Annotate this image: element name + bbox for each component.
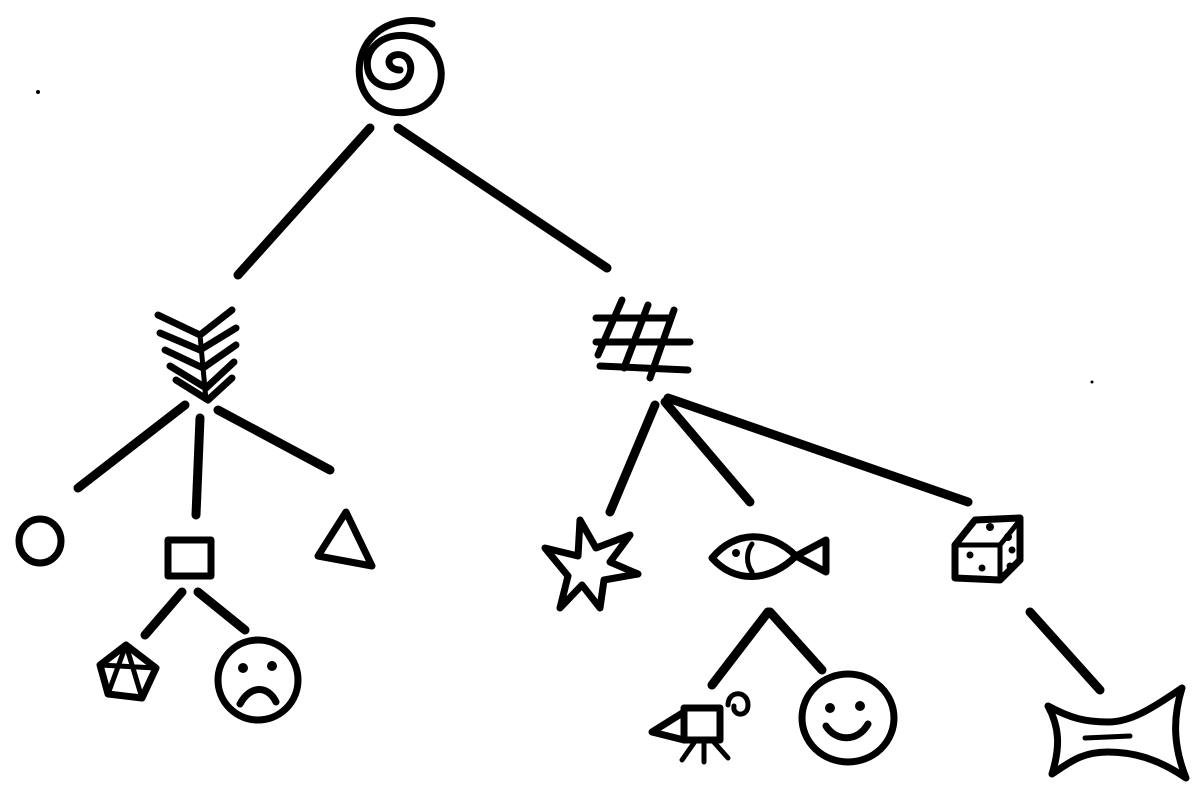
square-icon [168,540,211,576]
edge-hash-dice [668,398,968,502]
hash-grid-icon [596,300,690,378]
dice-icon [955,518,1020,580]
edge-fish-smiley [770,612,822,670]
edge-hash-star [610,405,655,512]
stray-dot [1091,381,1094,384]
triangle-icon [318,512,372,566]
edge-dice-bowtie [1030,612,1100,690]
circle-icon [19,519,61,563]
edge-chevrons-circle [78,405,185,488]
spiral-icon [359,21,441,113]
edge-hash-fish [665,402,750,502]
camera-tripod-icon [652,694,748,762]
edge-chevrons-triangle [218,410,330,470]
chevron-stack-icon [158,310,236,400]
edge-root-hash [398,128,607,268]
edges [78,128,1100,690]
edge-fish-camera [712,612,768,685]
star-burst-icon [545,520,638,608]
sad-face-icon [218,640,298,720]
smiley-face-icon [802,674,894,762]
stray-dot [36,90,40,94]
edge-square-sadface [198,592,245,630]
bowtie-icon [1048,688,1186,778]
pentagon-icon [100,645,156,698]
edge-root-chevrons [238,128,370,275]
edge-square-pentagon [145,592,182,635]
edge-chevrons-square [196,418,200,515]
fish-icon [712,537,826,577]
